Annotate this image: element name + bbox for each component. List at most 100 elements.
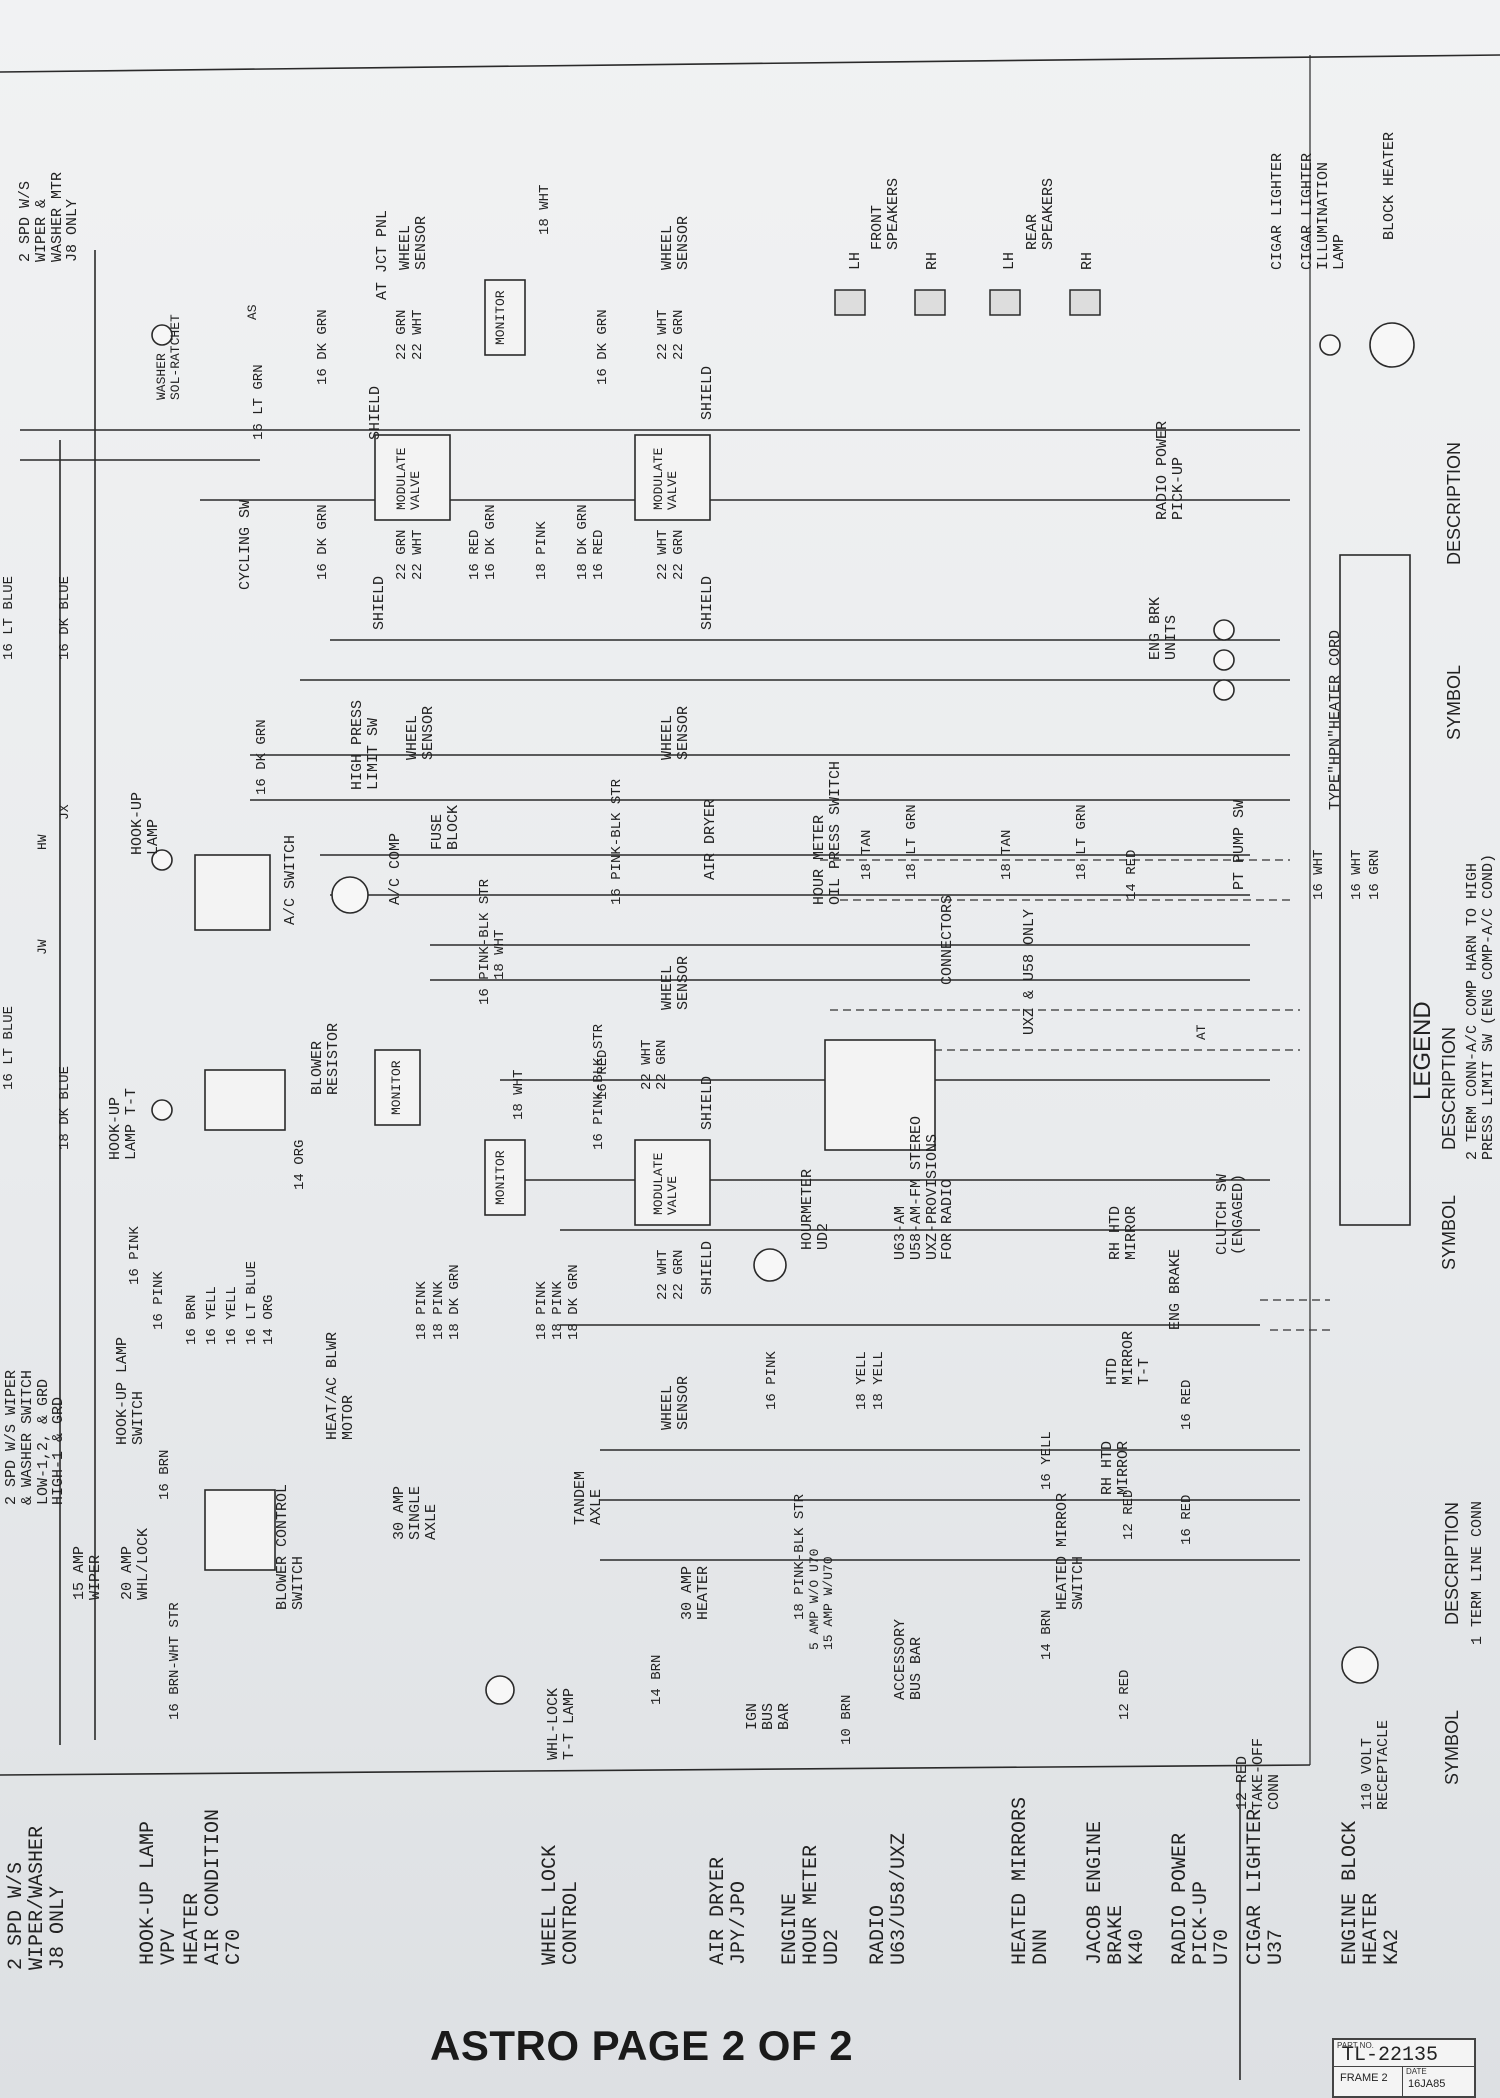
connectors-label: CONNECTORS xyxy=(939,894,956,985)
page-title: ASTRO PAGE 2 OF 2 xyxy=(430,2022,854,2069)
legend-title: LEGEND xyxy=(1409,1001,1436,1100)
wire-label: 14 BRN xyxy=(1039,1609,1055,1660)
blower-resistor-label: BLOWER RESISTOR xyxy=(309,1022,342,1095)
wire-label: 18 WHT xyxy=(511,1069,527,1120)
hookup-switch-label: HOOK-UP LAMP SWITCH xyxy=(114,1336,147,1445)
wire-label: 16 YELL xyxy=(1039,1431,1055,1490)
rh-label: RH xyxy=(924,251,941,270)
clutch-sw-label: CLUTCH SW (ENGAGED) xyxy=(1214,1173,1247,1255)
uxz-u58-label: UXZ & U58 ONLY xyxy=(1021,908,1038,1035)
blower-motor-label: HEAT/AC BLWR MOTOR xyxy=(324,1331,357,1440)
wire-label: 16 BRN xyxy=(184,1294,200,1345)
rh-htd-mirror2-label: RH HTD MIRROR xyxy=(1099,1440,1132,1495)
hour-meter-sw-label: HOUR METER OIL PRESS SWITCH xyxy=(811,760,844,905)
wire-label: 22 GRN xyxy=(671,1249,687,1300)
shield-label: SHIELD xyxy=(699,1240,716,1295)
date-caption: DATE xyxy=(1406,2067,1427,2076)
system-label-wheel-lock: WHEEL LOCK CONTROL xyxy=(539,1844,583,1965)
drawing-date: 16JA85 xyxy=(1408,2078,1446,2090)
wire-label: 16 DK GRN xyxy=(315,504,331,580)
wire-label: 22 WHT xyxy=(655,529,671,580)
hookup-tt-label: HOOK-UP LAMP T-T xyxy=(107,1087,140,1160)
wire-label: 14 ORG xyxy=(261,1294,277,1345)
system-label-jacob-brake: JACOB ENGINE BRAKE K40 xyxy=(1084,1820,1149,1965)
wire-label: 18 PINK xyxy=(534,521,550,580)
rh-htd-mirror-label: RH HTD MIRROR xyxy=(1107,1205,1140,1260)
wire-label: 16 BRN-WHT STR xyxy=(167,1602,183,1720)
radio-power-label: RADIO POWER PICK-UP xyxy=(1154,420,1187,520)
legend-description-header: DESCRIPTION xyxy=(1442,1501,1462,1625)
wire-label: 18 TAN xyxy=(999,829,1015,880)
wheel-sensor-label: WHEEL SENSOR xyxy=(659,955,692,1010)
block-heater-label: BLOCK HEATER xyxy=(1381,131,1398,240)
air-dryer-label: AIR DRYER xyxy=(702,798,719,880)
legend-description-header: DESCRIPTION xyxy=(1444,441,1464,565)
legend-symbol-header: SYMBOL xyxy=(1439,1194,1459,1270)
wire-label: 18 WHT xyxy=(492,929,508,980)
wire-label: 18 PINK xyxy=(414,1281,430,1340)
heated-mirror-sw-label: HEATED MIRROR SWITCH xyxy=(1054,1492,1087,1610)
monitor-box xyxy=(374,1049,421,1126)
wire-label: 18 TAN xyxy=(859,829,875,880)
modulate-valve-label: MODULATE VALVE xyxy=(651,447,680,510)
hookup-lamp-label: HOOK-UP LAMP xyxy=(129,791,162,855)
wire-label: 18 PINK xyxy=(431,1281,447,1340)
eng-brake-label: ENG BRAKE xyxy=(1167,1248,1184,1330)
blower-switch-label: BLOWER CONTROL SWITCH xyxy=(274,1483,307,1610)
ign-bus-label: IGN BUS BAR xyxy=(744,1702,793,1730)
system-label-radio: RADIO U63/U58/UXZ xyxy=(867,1832,911,1965)
wire-label: 16 YELL xyxy=(224,1286,240,1345)
wire-label: 16 DK GRN xyxy=(483,504,499,580)
pt-pump-label: PT PUMP SW xyxy=(1231,799,1248,890)
wire-label: 10 BRN xyxy=(839,1694,855,1745)
tandem-axle-label: TANDEM AXLE xyxy=(572,1470,605,1525)
wire-label: 16 RED xyxy=(1179,1494,1195,1545)
wire-label: 22 WHT xyxy=(639,1039,655,1090)
part-number: TL-22135 xyxy=(1342,2044,1439,2067)
wire-label: 16 LT BLUE xyxy=(1,1005,17,1090)
monitor-label: MONITOR xyxy=(389,1060,404,1115)
wire-label: 16 LT GRN xyxy=(251,364,267,440)
frame-number: FRAME 2 xyxy=(1340,2072,1388,2084)
shield-label: SHIELD xyxy=(699,575,716,630)
wire-label: 18 DK BLUE xyxy=(57,1065,73,1150)
cycling-sw-label: CYCLING SW xyxy=(237,499,254,590)
monitor-label: MONITOR xyxy=(493,290,508,345)
wire-label: 12 RED xyxy=(1117,1669,1133,1720)
monitor-label: MONITOR xyxy=(493,1150,508,1205)
wire-label: 16 RED xyxy=(591,529,607,580)
wire-label: 18 PINK xyxy=(534,1281,550,1340)
wire-label: 22 GRN xyxy=(394,529,410,580)
system-label-cigar: CIGAR LIGHTER U37 xyxy=(1244,1808,1288,1965)
eng-brk-units-label: ENG BRK UNITS xyxy=(1147,596,1180,660)
wire-label: 18 DK GRN xyxy=(447,1264,463,1340)
legend-description-header: DESCRIPTION xyxy=(1439,1026,1459,1150)
rh-label: RH xyxy=(1079,251,1096,270)
wire-label: 22 WHT xyxy=(410,529,426,580)
ac-comp-label: A/C COMP xyxy=(387,832,404,905)
htd-mirror-tt-label: HTD MIRROR T-T xyxy=(1104,1330,1153,1385)
connector-as-label: AS xyxy=(245,304,260,320)
wire-label: 16 RED xyxy=(595,1049,611,1100)
wire-label: 18 PINK xyxy=(550,1281,566,1340)
cigar-lighter-label: CIGAR LIGHTER xyxy=(1269,152,1286,270)
wire-label: 22 GRN xyxy=(671,529,687,580)
whl-lock-lamp-label: WHL-LOCK T-T LAMP xyxy=(545,1687,578,1760)
wheel-sensor-label: WHEEL SENSOR xyxy=(659,215,692,270)
high-press-label: HIGH PRESS LIMIT SW xyxy=(349,699,382,790)
modulate-valve-label: MODULATE VALVE xyxy=(394,447,423,510)
system-label-air-dryer: AIR DRYER JPY/JPO xyxy=(707,1856,751,1965)
wire-label: 16 BRN xyxy=(157,1449,173,1500)
wire-label: 14 ORG xyxy=(292,1139,308,1190)
legend-symbol-header: SYMBOL xyxy=(1442,1709,1462,1785)
wire-label: 16 RED xyxy=(467,529,483,580)
wire-label: 14 RED xyxy=(1124,849,1140,900)
ac-switch-label: A/C SWITCH xyxy=(282,834,299,925)
receptacle-label: 110 VOLT RECEPTACLE xyxy=(1359,1719,1392,1810)
wire-label: 22 WHT xyxy=(410,309,426,360)
wire-label: 18 YELL xyxy=(871,1351,887,1410)
wire-label: 16 YELL xyxy=(204,1286,220,1345)
connector-hw-label: HW xyxy=(35,834,50,850)
